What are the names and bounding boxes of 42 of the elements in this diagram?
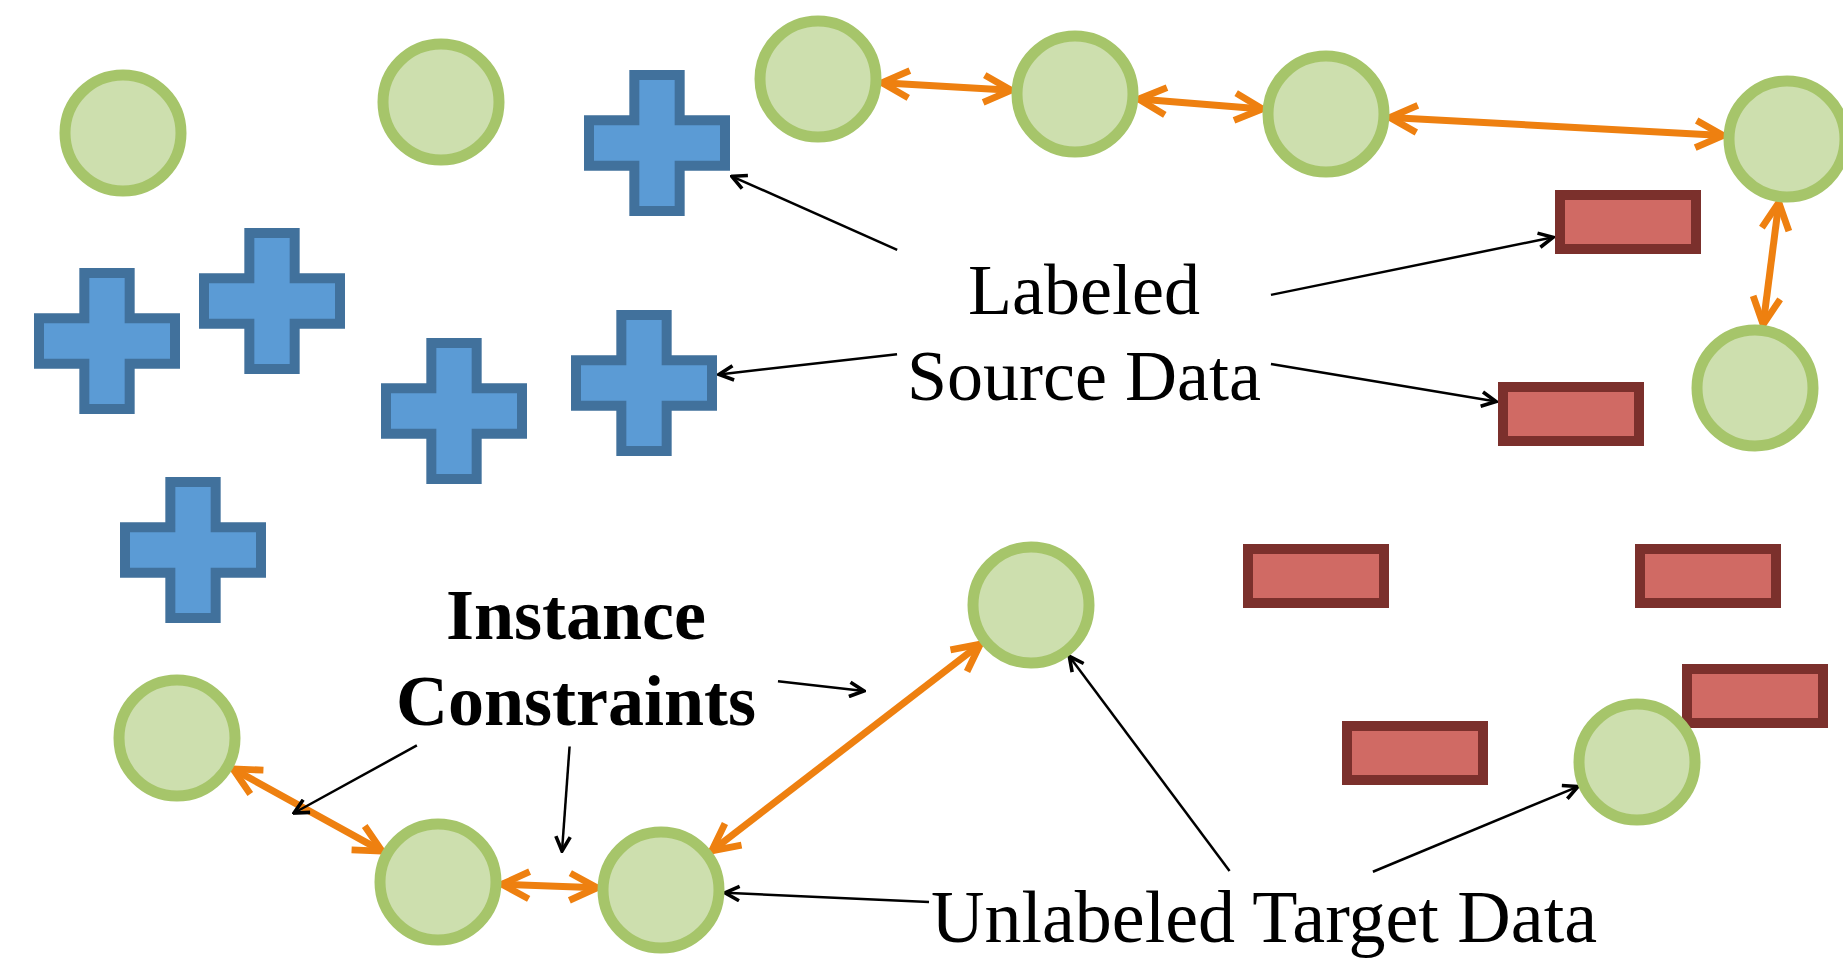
minus-marker [1555, 190, 1701, 254]
leader-arrow [730, 173, 898, 251]
double-arrow [229, 765, 386, 855]
annotation-label: Unlabeled Target Data [931, 872, 1598, 962]
circle-marker [59, 69, 187, 197]
minus-marker [1635, 544, 1781, 608]
leader-arrow [723, 884, 930, 904]
circle-marker [967, 541, 1095, 669]
leader-arrow [1372, 783, 1580, 873]
double-arrow [498, 868, 601, 904]
leader-arrow [554, 746, 572, 853]
plus-marker [381, 338, 527, 484]
leader-arrow [1270, 231, 1555, 297]
minus-marker [1682, 664, 1828, 728]
double-arrow [878, 67, 1015, 106]
leader-arrow [1270, 362, 1498, 409]
circle-marker [113, 674, 241, 802]
circle-marker [377, 38, 505, 166]
minus-marker [1342, 721, 1488, 785]
circle-marker [1262, 50, 1390, 178]
circle-marker [1573, 698, 1701, 826]
double-arrow [708, 640, 984, 855]
leader-arrow [292, 744, 418, 815]
annotation-label: Labeled Source Data [899, 246, 1269, 420]
minus-marker [1498, 382, 1644, 446]
circle-marker [1011, 30, 1139, 158]
leader-arrow [777, 679, 866, 699]
circle-marker [374, 818, 502, 946]
leader-arrow [1067, 654, 1231, 872]
circle-marker [754, 15, 882, 143]
plus-marker [199, 228, 345, 374]
plus-marker [34, 268, 180, 414]
circle-marker [1691, 324, 1819, 452]
plus-marker [584, 70, 730, 216]
plus-marker [571, 310, 717, 456]
minus-marker [1243, 544, 1389, 608]
annotation-label: Instance Constraints [376, 571, 776, 745]
circle-marker [597, 826, 725, 954]
double-arrow [1749, 199, 1793, 328]
leader-arrow [717, 353, 898, 382]
plus-marker [120, 477, 266, 623]
double-arrow [1135, 84, 1266, 124]
